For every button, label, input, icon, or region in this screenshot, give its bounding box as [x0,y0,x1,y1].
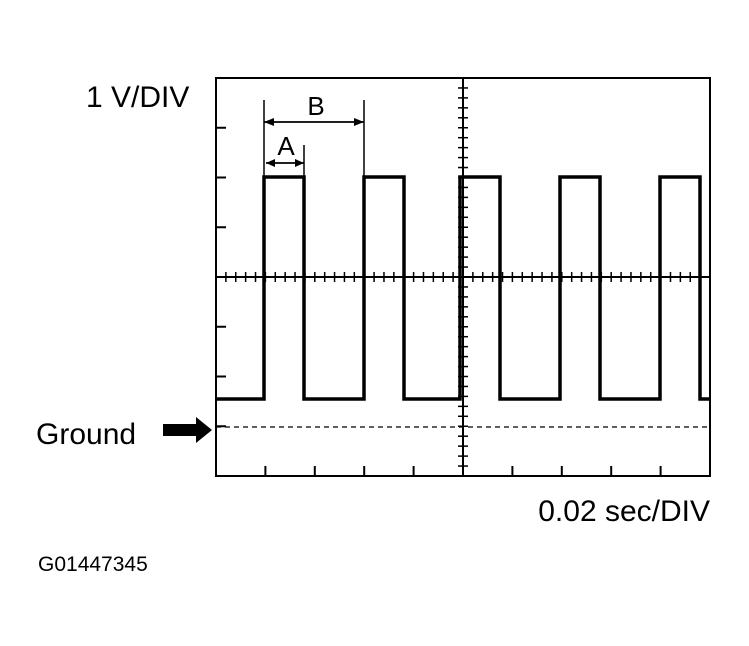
figure-code: G01447345 [38,553,148,576]
marker-b-label: B [307,91,324,121]
ground-arrow-icon [163,417,212,443]
dimension-a-arrow-right [295,159,304,167]
dimension-a-arrow-left [266,159,275,167]
volts-per-div-label: 1 V/DIV [86,81,189,114]
dimension-b-arrow-left [264,118,274,126]
dimension-b-arrow-right [354,118,364,126]
time-per-div-label: 0.02 sec/DIV [538,495,710,528]
marker-a-label: A [277,131,295,161]
ground-label: Ground [36,418,136,451]
signal-waveform [216,175,710,401]
